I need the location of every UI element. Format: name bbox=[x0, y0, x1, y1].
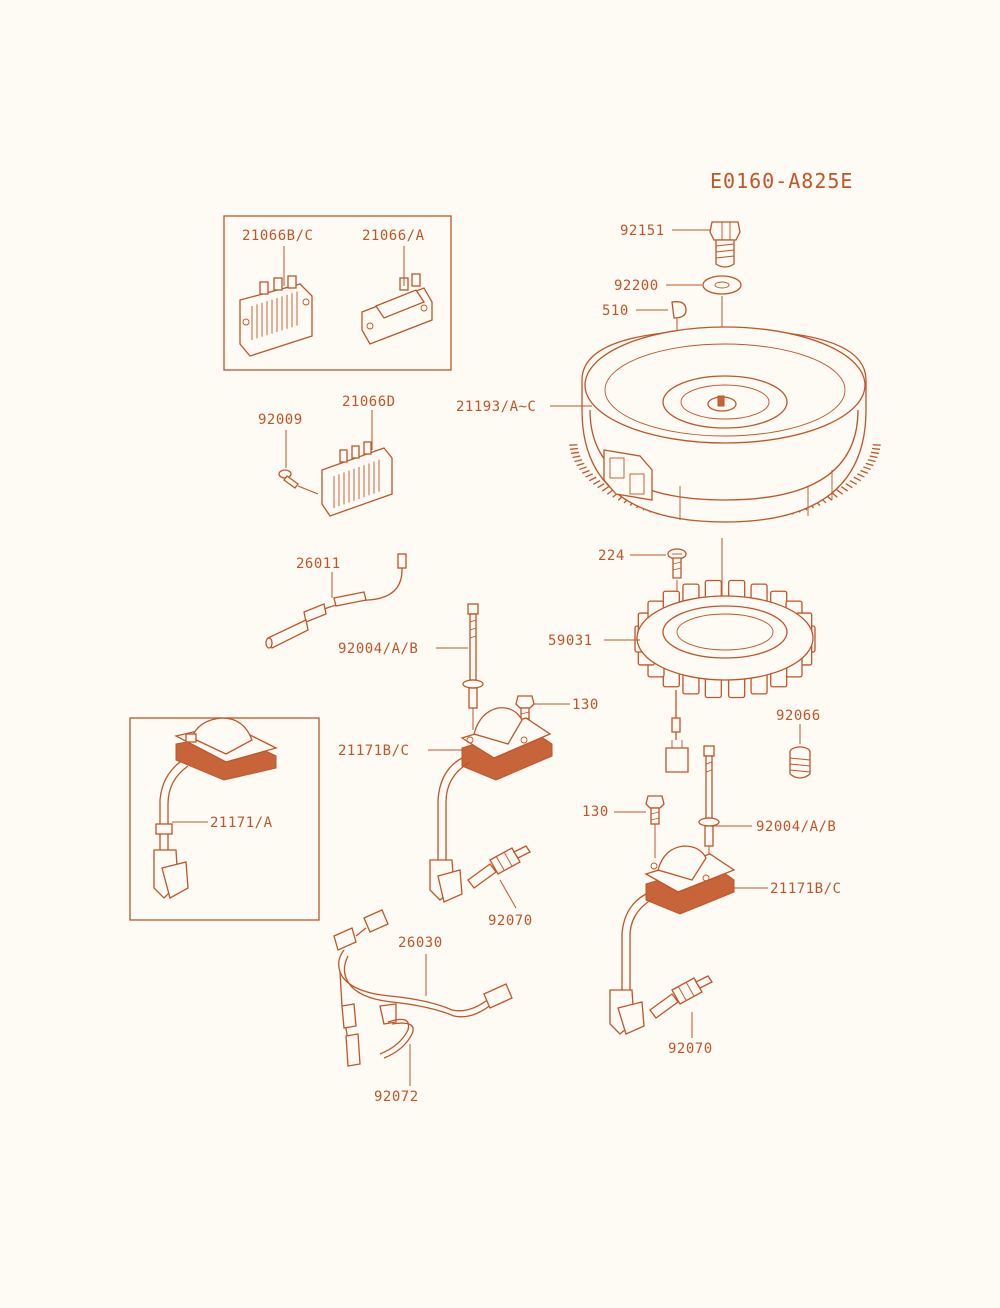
part-label-92009[interactable]: 92009 bbox=[258, 412, 303, 428]
stud-92004-right bbox=[698, 745, 720, 862]
part-label-92070-left[interactable]: 92070 bbox=[488, 913, 533, 929]
part-label-130-upper[interactable]: 130 bbox=[572, 697, 599, 713]
gear-tooth bbox=[585, 473, 593, 478]
lead-wire-26011 bbox=[265, 553, 407, 649]
bolt-130-lower bbox=[645, 795, 665, 858]
regulator-21066a bbox=[361, 273, 433, 345]
part-label-21171bc-left[interactable]: 21171B/C bbox=[338, 743, 410, 759]
gear-tooth bbox=[871, 447, 881, 450]
bolt-92151 bbox=[709, 221, 741, 268]
part-label-92151[interactable]: 92151 bbox=[620, 223, 665, 239]
part-label-21066a[interactable]: 21066/A bbox=[362, 228, 425, 244]
part-label-21171bc-right[interactable]: 21171B/C bbox=[770, 881, 842, 897]
gear-tooth bbox=[869, 455, 878, 459]
leader-lines bbox=[172, 229, 801, 1086]
part-label-21171a[interactable]: 21171/A bbox=[210, 815, 273, 831]
part-label-92004ab-left[interactable]: 92004/A/B bbox=[338, 641, 419, 657]
gear-tooth bbox=[601, 486, 609, 492]
screw-224 bbox=[667, 548, 687, 596]
part-label-224[interactable]: 224 bbox=[598, 548, 625, 564]
gear-tooth bbox=[849, 479, 858, 485]
gear-tooth bbox=[863, 466, 871, 471]
part-label-92004ab-right[interactable]: 92004/A/B bbox=[756, 819, 837, 835]
cap-92066 bbox=[789, 746, 811, 779]
part-label-92066[interactable]: 92066 bbox=[776, 708, 821, 724]
stud-92004-left bbox=[462, 603, 484, 730]
ignition-coil-21171a bbox=[153, 717, 278, 899]
gear-tooth bbox=[853, 476, 862, 482]
part-label-92070-right[interactable]: 92070 bbox=[668, 1041, 713, 1057]
part-label-59031[interactable]: 59031 bbox=[548, 633, 593, 649]
regulator-inset-box bbox=[223, 215, 452, 371]
gear-tooth bbox=[865, 462, 874, 467]
gear-tooth bbox=[857, 473, 865, 478]
part-label-21066bc[interactable]: 21066B/C bbox=[242, 228, 314, 244]
washer-92200 bbox=[702, 275, 742, 295]
regulator-21066d bbox=[321, 441, 393, 517]
gear-tooth bbox=[570, 451, 580, 455]
spark-plug-92070-right bbox=[649, 975, 713, 1019]
part-label-21066d[interactable]: 21066D bbox=[342, 394, 396, 410]
harness-26030 bbox=[333, 909, 513, 1067]
screw-92009 bbox=[278, 469, 319, 495]
gear-tooth bbox=[581, 469, 590, 474]
gear-tooth bbox=[867, 459, 876, 463]
gear-tooth bbox=[574, 459, 583, 463]
gear-tooth bbox=[572, 455, 581, 459]
clamp-92072 bbox=[379, 1003, 414, 1059]
part-label-92200[interactable]: 92200 bbox=[614, 278, 659, 294]
gear-tooth bbox=[597, 483, 605, 489]
gear-tooth bbox=[569, 447, 579, 450]
spark-plug-92070-left bbox=[467, 845, 531, 889]
stator-59031 bbox=[634, 579, 816, 773]
flywheel-21193 bbox=[569, 326, 881, 523]
gear-tooth bbox=[860, 469, 869, 474]
ignition-coil-21171bc-right bbox=[609, 845, 736, 1035]
ignition-coil-21171bc-left bbox=[429, 707, 553, 903]
gear-tooth bbox=[845, 483, 853, 489]
gear-tooth bbox=[592, 479, 601, 485]
gear-tooth bbox=[576, 462, 585, 467]
part-label-92072[interactable]: 92072 bbox=[374, 1089, 419, 1105]
regulator-21066bc bbox=[239, 275, 313, 357]
diagram-code: E0160-A825E bbox=[710, 169, 854, 193]
key-510 bbox=[671, 301, 687, 319]
gear-tooth bbox=[579, 466, 587, 471]
part-label-21193[interactable]: 21193/A~C bbox=[456, 399, 537, 415]
gear-tooth bbox=[588, 476, 597, 482]
gear-tooth bbox=[841, 486, 849, 492]
part-label-510[interactable]: 510 bbox=[602, 303, 629, 319]
gear-tooth bbox=[836, 489, 844, 495]
gear-tooth bbox=[870, 451, 880, 455]
part-label-130-lower[interactable]: 130 bbox=[582, 804, 609, 820]
part-label-26030[interactable]: 26030 bbox=[398, 935, 443, 951]
part-label-26011[interactable]: 26011 bbox=[296, 556, 341, 572]
